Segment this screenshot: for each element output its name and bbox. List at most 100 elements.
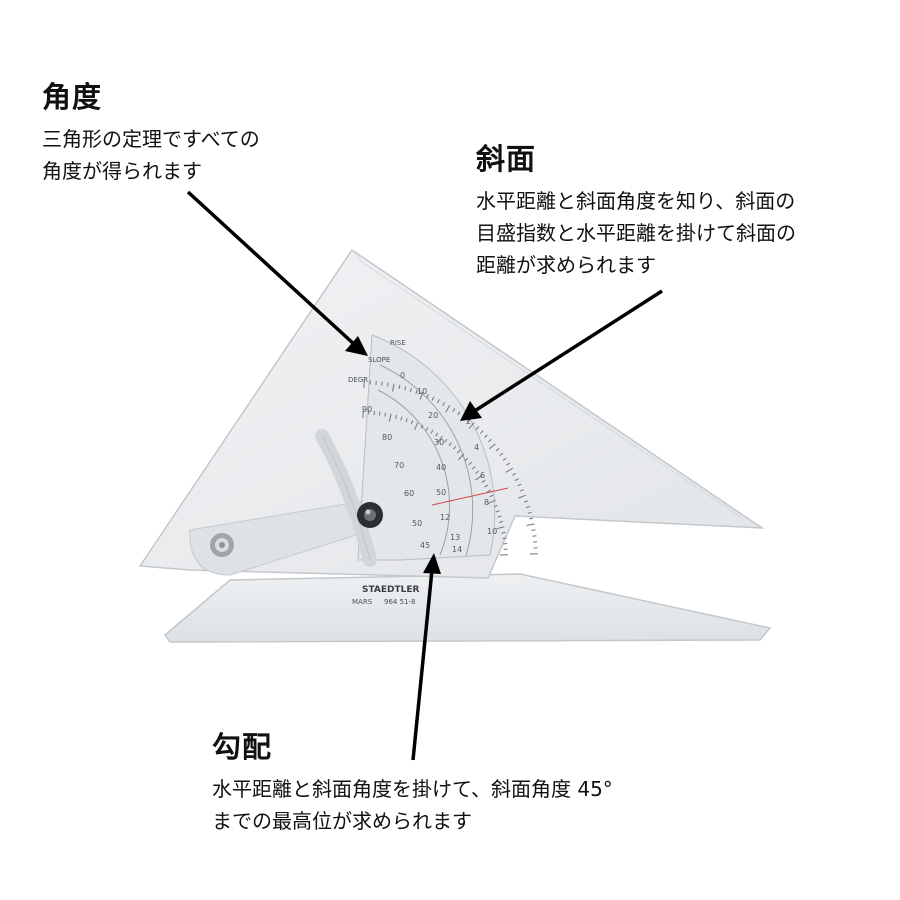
scale-tick [517,483,522,487]
scale-tick [452,408,456,412]
scale-tick [415,389,418,394]
scale-tick [471,466,476,470]
scale-tick [502,537,507,539]
scale-number: 0 [400,371,405,380]
scale-tick [488,438,492,443]
scale-tick [486,489,491,493]
locking-knob [357,502,383,528]
scale-number: 6 [480,471,485,480]
scale-tick [505,467,514,473]
protractor-scale-mid [379,364,474,557]
scale-tick [495,510,500,513]
scale-tick [431,396,435,401]
scale-tick [464,457,469,462]
scale-number: 13 [450,533,460,542]
scale-tick [373,410,375,415]
scale-number: 10 [417,387,427,396]
scale-tick [468,461,473,466]
scale-tick [524,500,529,503]
scale-tick [468,422,475,430]
callout-body: 水平距離と斜面角度を掛けて、斜面角度 45° までの最高位が求められます [212,776,613,833]
scale-tick [531,529,536,531]
scale-number: 20 [428,411,438,420]
scale-tick [381,381,383,386]
indicator-line [431,487,509,506]
scale-tick [529,517,534,520]
scale-tick [514,478,519,481]
scale-tick [480,430,484,434]
scale-tick [392,383,395,392]
scale-tick [409,387,412,393]
scale-tick [404,386,407,391]
callout-grade: 勾配 水平距離と斜面角度を掛けて、斜面角度 45° までの最高位が求められます [212,730,732,837]
scale-tick [499,452,504,457]
scale-tick [410,420,414,425]
scale-tick [448,442,452,447]
scale-number: 4 [474,443,479,452]
scale-number: 90 [362,405,372,414]
scale-number: 45 [420,541,430,550]
scale-tick [502,457,507,461]
scale-tick [426,394,429,399]
callout-body: 水平距離と斜面角度を知り、斜面の 目盛指数と水平距離を掛けて斜面の 距離が求めら… [476,188,796,277]
arrow-slope [472,289,663,414]
scale-tick [497,515,502,518]
scale-number: 50 [436,488,446,497]
scale-tick [405,418,408,423]
scale-tick [527,511,532,514]
arrow-grade-head [423,553,441,574]
callout-title: 勾配 [212,730,273,764]
hinge-arm [189,499,379,576]
scale-tick [532,535,537,537]
scale-tick [489,494,494,498]
scale-tick [458,453,465,460]
scale-tick [387,382,389,387]
scale-tick [425,427,429,432]
scale-number: 8 [484,498,489,507]
scale-tick [388,413,392,422]
scale-tick [445,404,451,413]
scale-tick [444,438,448,443]
scale-tick [419,391,424,400]
scale-tick [519,489,524,492]
scale-tick [442,401,446,406]
scale-tick [503,543,508,545]
scale-tick [435,432,439,437]
scale-tick [501,531,506,534]
degr-label: DEGR [348,376,368,384]
scale-tick [488,499,496,504]
arrow-angle-head [345,336,368,356]
scale-tick [518,494,527,499]
scale-ticks [362,380,538,556]
arrow-slope-head [460,401,482,421]
scale-tick [395,414,398,420]
scale-tick [484,484,489,488]
scale-tick [452,445,457,450]
slope-label: SLOPE [368,356,390,364]
scale-tick [475,426,480,430]
scale-number: 2 [466,417,471,426]
scale-tick [512,472,517,476]
scale-tick [496,526,505,530]
scale-tick [525,506,531,509]
scale-tick [493,504,498,508]
scale-tick [475,470,480,474]
scale-tick [481,479,486,483]
scale-number: 80 [382,433,392,442]
scale-tick [414,422,419,430]
model-code: 964 51-8 [384,598,415,606]
scale-tick [400,416,403,421]
callout-title: 斜面 [476,142,537,176]
brand-name: STAEDTLER [362,585,420,595]
scale-tick [484,434,488,438]
scale-tick [384,412,387,417]
scale-tick [495,448,500,452]
base-ruler [163,573,772,643]
callout-body: 三角形の定理ですべての 角度が得られます [42,126,260,183]
scale-number: 40 [436,463,446,472]
callout-angle: 角度 三角形の定理ですべての 角度が得られます [42,80,342,187]
scale-tick [456,449,461,454]
scale-tick [506,462,510,466]
scale-number: 10 [487,527,497,536]
